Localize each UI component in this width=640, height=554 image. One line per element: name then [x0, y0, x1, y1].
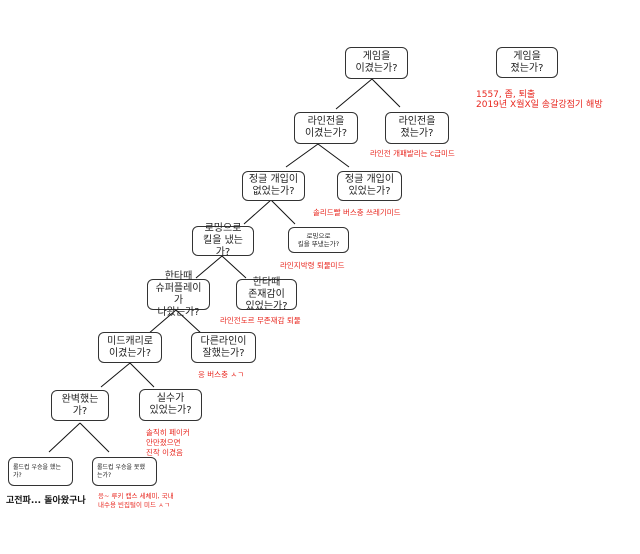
note-mistake: 솔직히 페이커 안만졌으면 진작 이겼음	[146, 428, 190, 457]
note-teamfight-presence: 라인전도르 무존재감 퇴물	[220, 316, 301, 325]
node-mid-carry: 미드캐리로 이겼는가?	[98, 332, 162, 363]
node-teamfight-presence: 한타때 존재감이 있었는가?	[236, 277, 297, 312]
node-mistake: 실수가 있었는가?	[139, 389, 202, 421]
note-jungle-present: 솔리드빨 버스충 쓰레기미드	[313, 208, 401, 217]
note-lost-worlds: 응~ 루키 캡스 세체미, 국내 내수용 빈집털이 미드 ㅅㄱ	[98, 492, 174, 509]
caption-classic-back: 고전파... 돌아왔구나	[6, 496, 86, 506]
connector-lines	[48, 78, 401, 453]
node-roam-kill: 로밍으로 킬을 냈는가?	[192, 223, 254, 258]
node-other-lane: 다른라인이 잘했는가?	[191, 332, 256, 363]
note-other-lane: 응 버스충 ㅅㄱ	[198, 370, 245, 379]
node-lost-lane: 라인전을 졌는가?	[385, 112, 449, 144]
note-lost-game: 1557, 좁, 퇴출 2019년 X월X일 송갈강점기 해방	[476, 90, 603, 110]
node-super-play: 한타때 슈퍼플레이가 나왔는가?	[147, 271, 210, 318]
node-lost-game-top: 게임을 졌는가?	[496, 47, 558, 78]
node-lost-worlds: 롤드컵 우승을 못했 는가?	[92, 457, 157, 486]
node-won-lane: 라인전을 이겼는가?	[294, 112, 358, 144]
node-won-game: 게임을 이겼는가?	[345, 47, 408, 79]
note-roam-no-kill: 라인지박령 퇴물미드	[280, 261, 345, 270]
node-won-worlds: 롤드컵 우승을 했는 가?	[8, 457, 73, 486]
node-no-jungle: 정글 개입이 없었는가?	[242, 171, 305, 201]
node-roam-no-kill: 로밍으로 킬을 뚜냈는가?	[288, 227, 349, 253]
note-lost-lane: 라인전 개패발리는 c급미드	[370, 149, 455, 158]
node-jungle-present: 정글 개입이 있었는가?	[337, 171, 402, 201]
node-perfect: 완벽했는가?	[51, 390, 109, 421]
